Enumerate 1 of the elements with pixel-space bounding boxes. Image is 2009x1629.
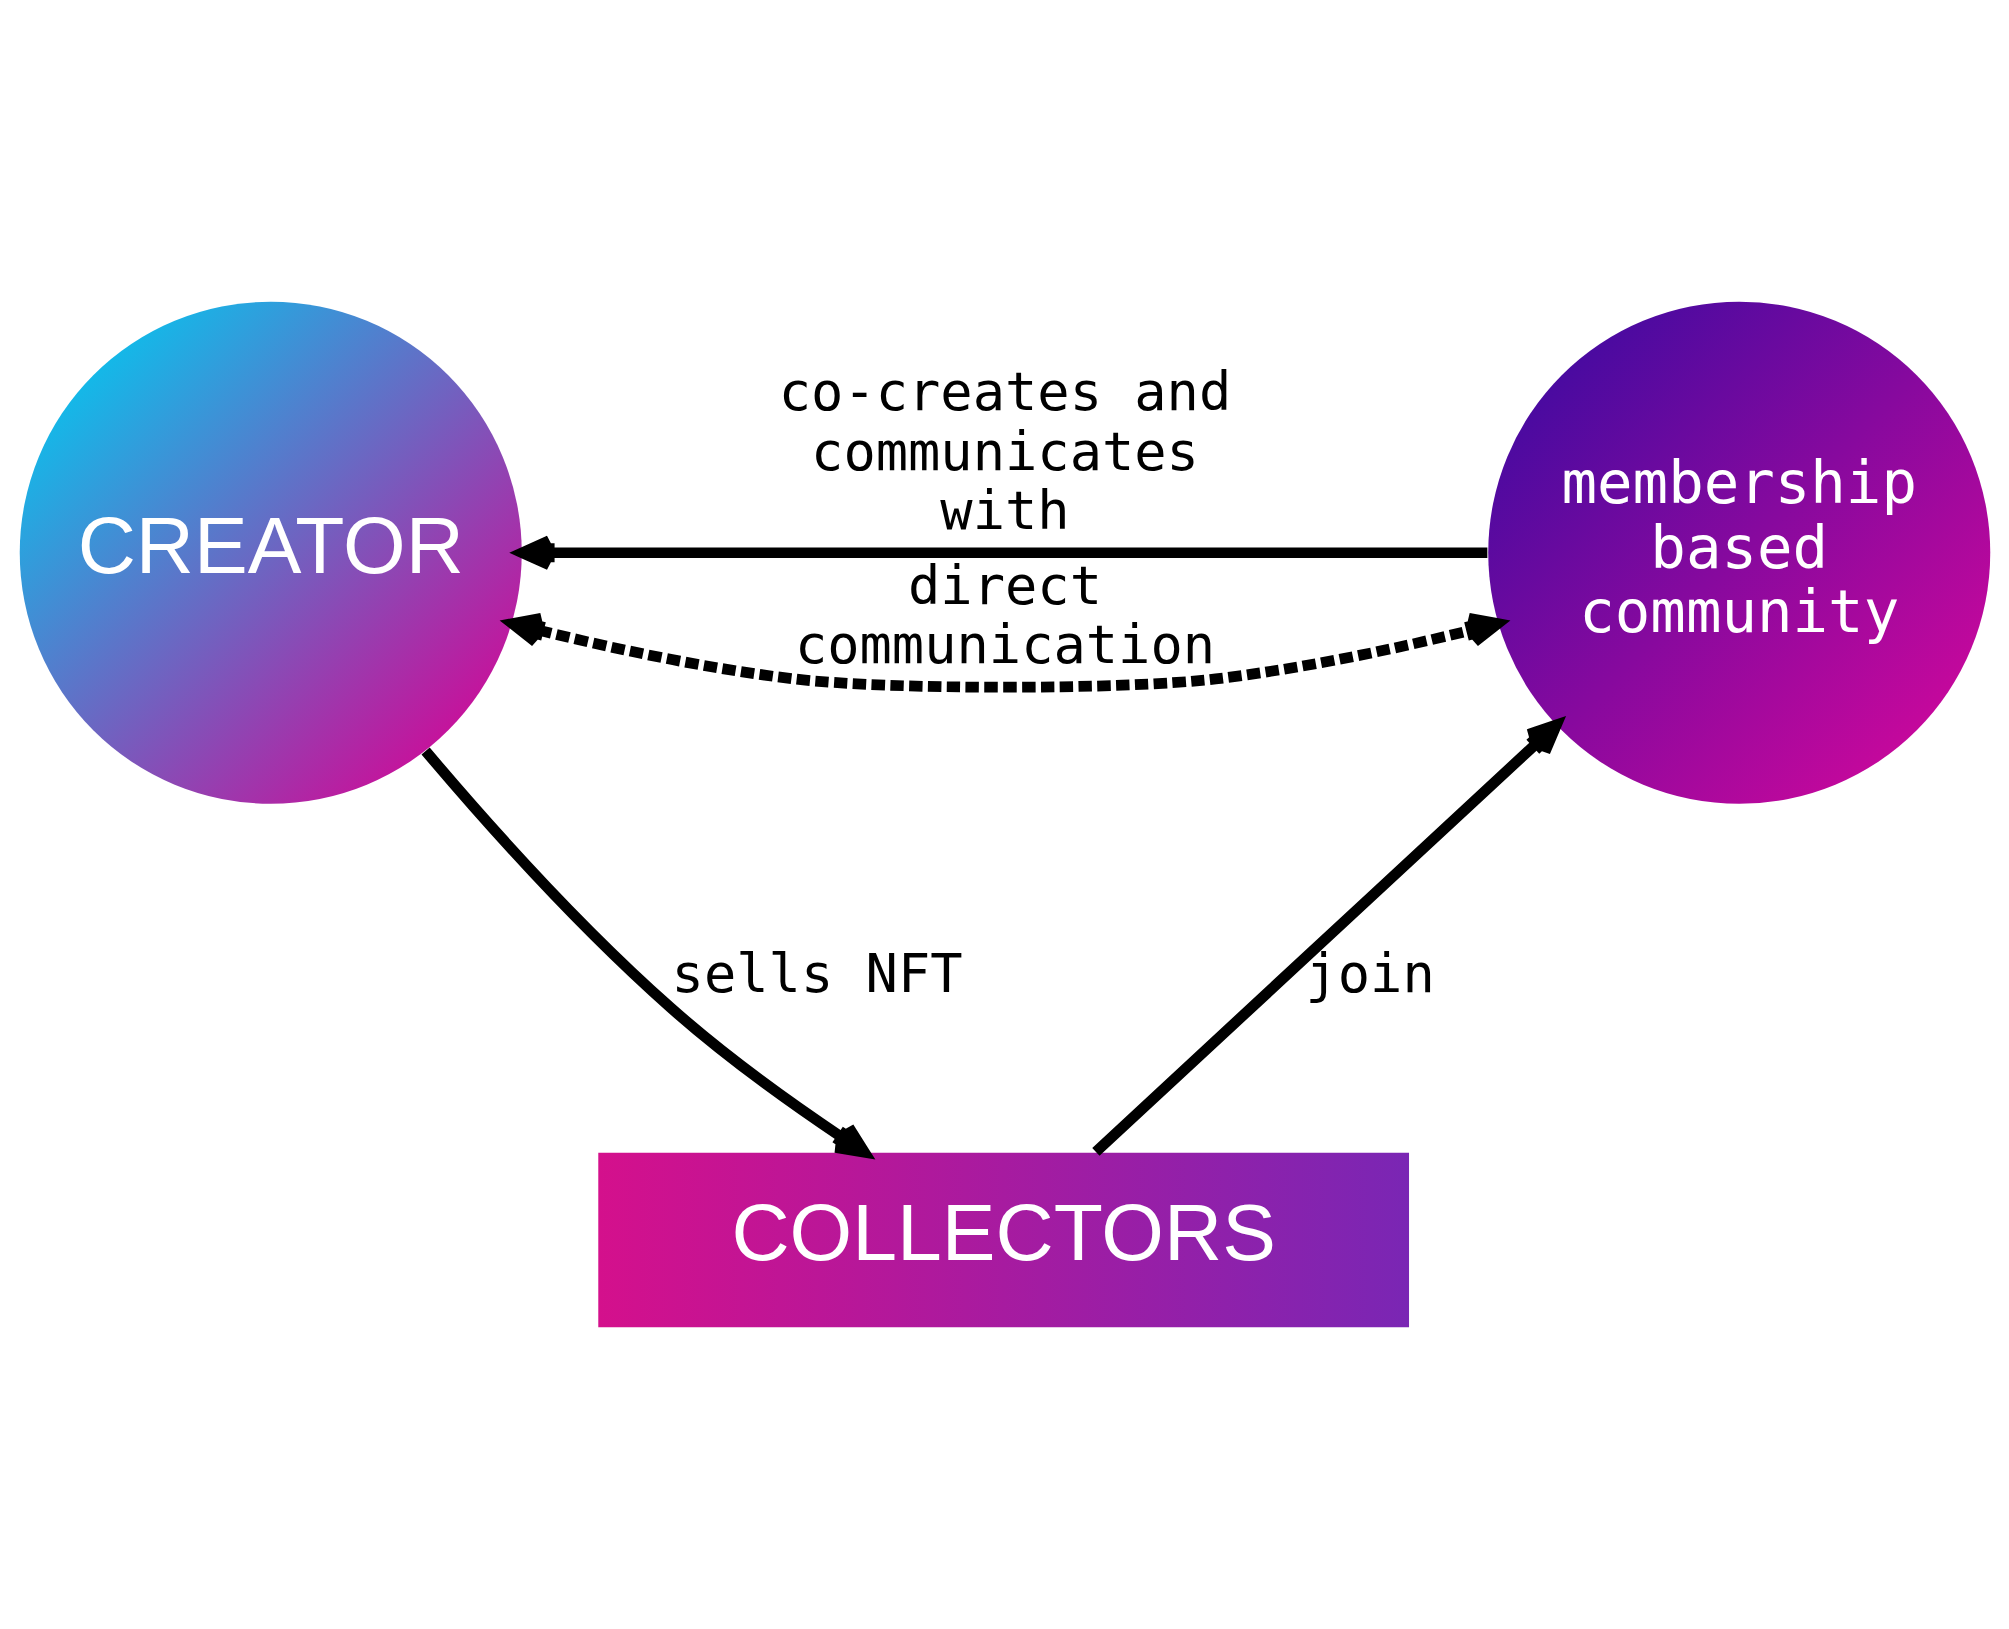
edge-label: co-creates and communicates with [778,360,1231,542]
